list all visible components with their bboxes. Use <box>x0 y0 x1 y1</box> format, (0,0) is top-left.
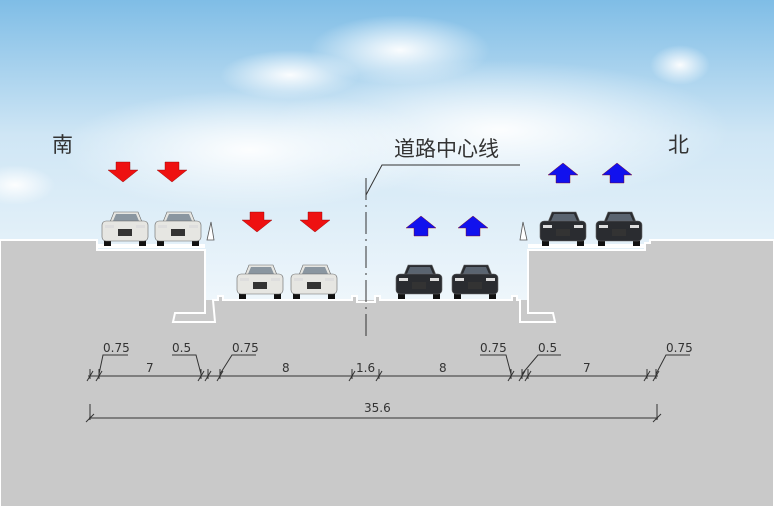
dim-tick <box>652 413 662 423</box>
dim-leader <box>219 354 256 375</box>
arrow-down-icon <box>156 161 188 183</box>
centerline-label: 道路中心线 <box>394 137 499 161</box>
arrow-down-icon <box>107 161 139 183</box>
car-icon <box>290 264 338 299</box>
dim-leader <box>480 354 512 375</box>
dim-small: 0.5 <box>538 341 557 355</box>
south-upper-road-surface <box>97 244 205 248</box>
car-icon <box>595 211 643 246</box>
arrow-down-icon <box>299 211 331 233</box>
dim-leader <box>655 354 690 375</box>
north-upper-road-surface <box>528 244 645 248</box>
dim-leader <box>172 354 202 375</box>
railing <box>206 221 215 241</box>
dim-segment: 8 <box>439 361 447 375</box>
car-icon <box>236 264 284 299</box>
arrow-down-icon <box>241 211 273 233</box>
arrow-up-icon <box>405 215 437 237</box>
dim-small: 0.75 <box>103 341 130 355</box>
car-icon <box>101 211 149 246</box>
dim-small: 0.75 <box>232 341 259 355</box>
railing <box>519 221 528 241</box>
arrow-up-icon <box>601 162 633 184</box>
dim-leader <box>98 354 128 375</box>
car-icon <box>154 211 202 246</box>
dim-segment: 7 <box>583 361 591 375</box>
dim-total: 35.6 <box>364 401 391 415</box>
dim-tick <box>85 413 95 423</box>
arrow-up-icon <box>547 162 579 184</box>
dim-segment: 1.6 <box>356 361 375 375</box>
dim-small: 0.75 <box>480 341 507 355</box>
dim-segment: 7 <box>146 361 154 375</box>
dimension-lines <box>85 354 690 423</box>
car-icon <box>395 264 443 299</box>
car-icon <box>539 211 587 246</box>
arrow-up-icon <box>457 215 489 237</box>
dim-segment: 8 <box>282 361 290 375</box>
centerline-leader <box>365 164 520 196</box>
north-label: 北 <box>668 133 689 157</box>
dim-leader <box>521 354 561 375</box>
car-icon <box>451 264 499 299</box>
dim-small: 0.5 <box>172 341 191 355</box>
dim-small: 0.75 <box>666 341 693 355</box>
south-label: 南 <box>52 133 73 157</box>
